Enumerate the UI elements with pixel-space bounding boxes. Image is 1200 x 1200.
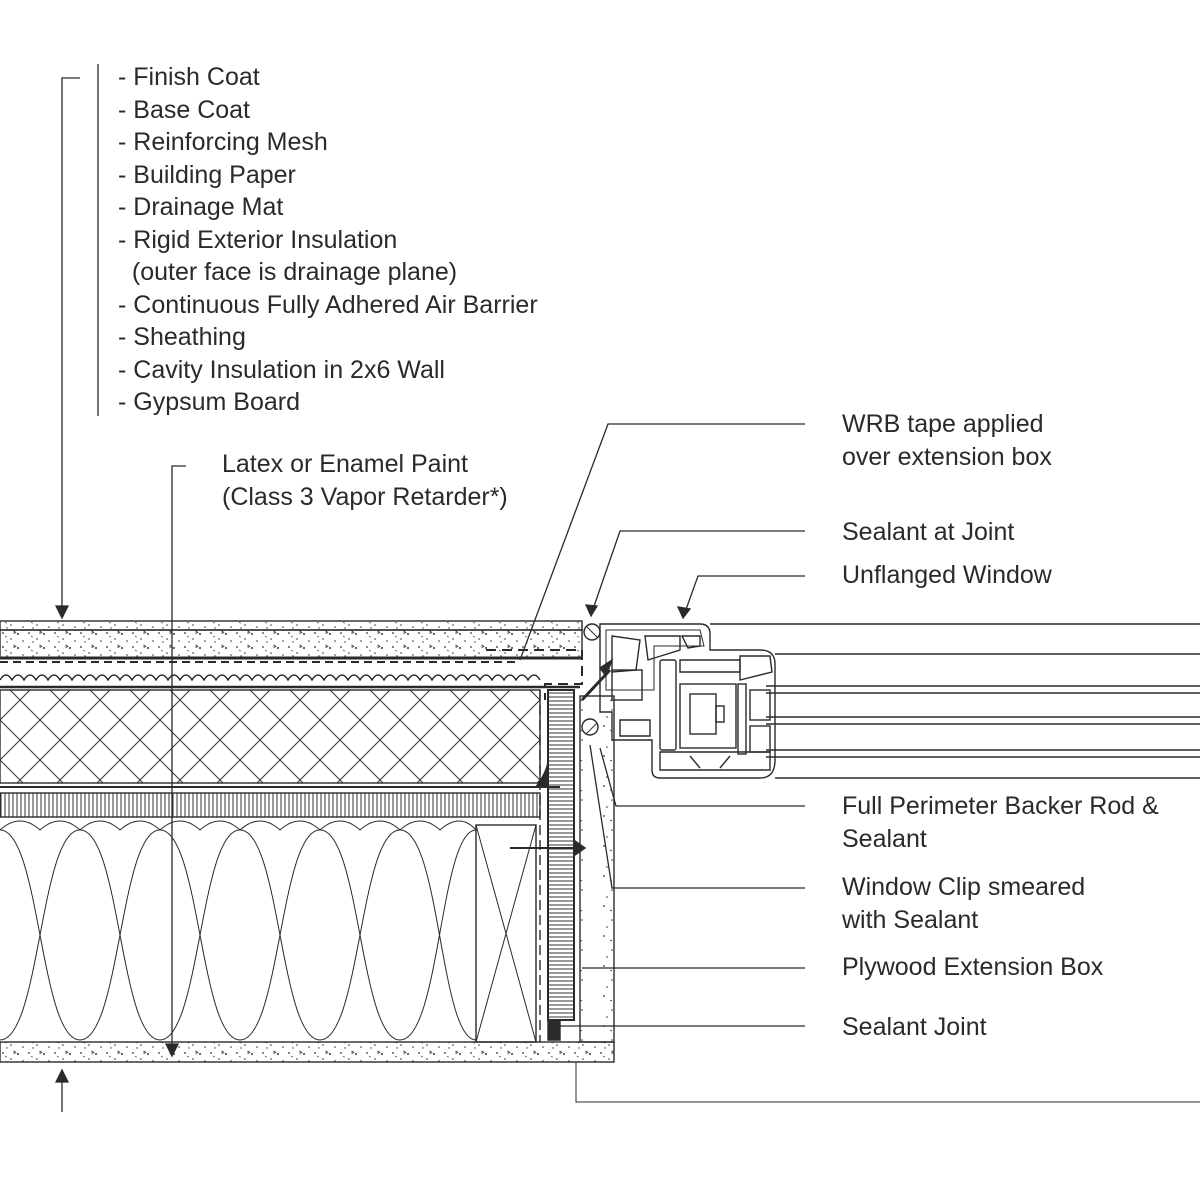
callout-clip-line2: with Sealant <box>842 905 979 934</box>
paint-label-line2: (Class 3 Vapor Retarder*) <box>222 482 508 511</box>
finish-coat-layer <box>0 620 583 631</box>
layer-rigid-insulation-note: (outer face is drainage plane) <box>118 258 458 286</box>
layer-sheathing: - Sheathing <box>118 323 246 351</box>
callout-window-line1: Unflanged Window <box>842 561 1052 589</box>
layer-gypsum-board: - Gypsum Board <box>118 388 301 416</box>
drainage-mat-layer <box>0 674 541 682</box>
callout-sealant-joint-line1: Sealant at Joint <box>842 518 1015 546</box>
rigid-insulation-layer <box>0 689 541 784</box>
plywood-extension-box <box>547 689 575 1021</box>
callout-sealant-at-joint: Sealant at Joint <box>842 516 1014 549</box>
glazing-units <box>710 623 1200 779</box>
callout-sealant-joint: Sealant Joint <box>842 1011 987 1044</box>
sheathing-layer <box>0 792 541 818</box>
sealant-joint-leader <box>591 530 805 613</box>
callout-plywood-line1: Plywood Extension Box <box>842 953 1104 981</box>
wall-layers-list: - Finish Coat - Base Coat - Reinforcing … <box>118 61 538 419</box>
layer-air-barrier: - Continuous Fully Adhered Air Barrier <box>118 290 538 319</box>
callout-backer-line2: Sealant <box>842 824 927 853</box>
paint-label-line1: Latex or Enamel Paint <box>222 450 468 478</box>
callout-clip-line1: Window Clip smeared <box>842 873 1086 901</box>
layer-reinforcing-mesh: - Reinforcing Mesh <box>118 128 328 156</box>
callout-unflanged-window: Unflanged Window <box>842 559 1052 592</box>
callout-wrb-tape: WRB tape applied over extension box <box>842 408 1052 473</box>
clip-leader <box>589 744 805 889</box>
callout-plywood-box: Plywood Extension Box <box>842 951 1103 984</box>
paint-label: Latex or Enamel Paint (Class 3 Vapor Ret… <box>222 448 508 513</box>
layer-finish-coat: - Finish Coat <box>118 63 260 91</box>
callout-backer-line1: Full Perimeter Backer Rod & <box>842 792 1159 820</box>
wrb-leader <box>519 423 805 661</box>
layer-cavity-insulation: - Cavity Insulation in 2x6 Wall <box>118 355 445 384</box>
layer-building-paper: - Building Paper <box>118 160 296 189</box>
callout-backer-rod: Full Perimeter Backer Rod & Sealant <box>842 790 1159 855</box>
callout-sealant-bottom-line1: Sealant Joint <box>842 1013 987 1041</box>
callout-window-clip: Window Clip smeared with Sealant <box>842 871 1085 936</box>
backer-rod <box>583 623 601 641</box>
gypsum-board-layer <box>0 1041 615 1063</box>
layer-drainage-mat: - Drainage Mat <box>118 193 284 221</box>
cavity-insulation <box>0 820 477 1041</box>
callout-wrb-line1: WRB tape applied <box>842 410 1044 438</box>
layer-base-coat: - Base Coat <box>118 95 251 124</box>
paint-leader <box>171 465 186 1050</box>
unflanged-window <box>599 623 776 779</box>
layer-rigid-insulation: - Rigid Exterior Insulation <box>118 225 398 254</box>
layers-leader <box>61 77 80 616</box>
callout-wrb-line2: over extension box <box>842 442 1052 471</box>
base-coat-layer <box>0 629 583 659</box>
backer-rod-leader <box>599 747 805 807</box>
window-leader <box>683 575 805 616</box>
